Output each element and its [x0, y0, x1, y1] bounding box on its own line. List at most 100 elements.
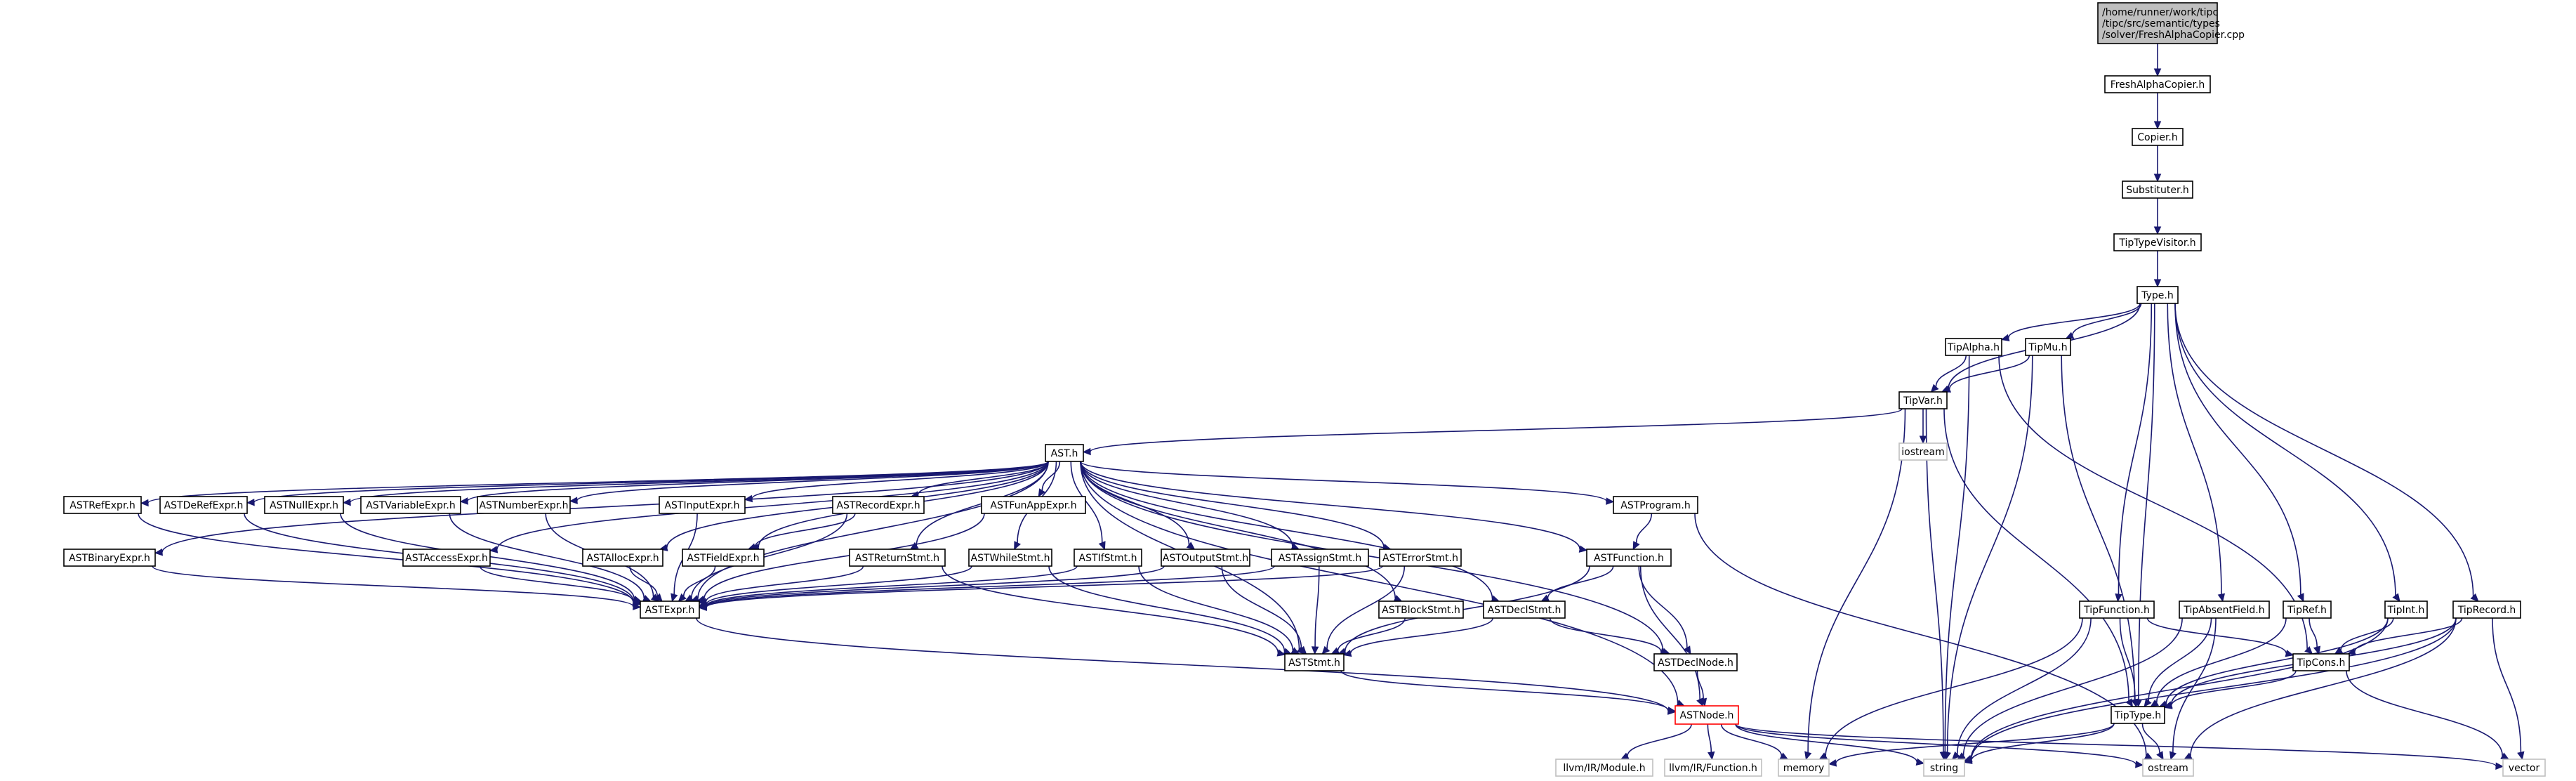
- node-box: [582, 549, 663, 567]
- node-ast[interactable]: AST.h: [1045, 444, 1084, 462]
- node-subst[interactable]: Substituter.h: [2122, 181, 2193, 199]
- edge-root-to-fac: [2153, 44, 2162, 77]
- node-box: [2025, 338, 2071, 356]
- node-label: Type.h: [2141, 290, 2173, 301]
- edge-tipfunc-to-string: [1951, 617, 2092, 760]
- node-type[interactable]: Type.h: [2136, 286, 2179, 304]
- node-label: TipRecord.h: [2457, 605, 2516, 616]
- node-aprog[interactable]: ASTProgram.h: [1613, 496, 1698, 514]
- node-tipref[interactable]: TipRef.h: [2283, 600, 2332, 619]
- node-label: llvm/IR/Module.h: [1563, 763, 1645, 774]
- node-copier[interactable]: Copier.h: [2132, 128, 2184, 146]
- node-aexpr[interactable]: ASTExpr.h: [640, 600, 700, 619]
- node-astmt[interactable]: ASTStmt.h: [1284, 653, 1345, 671]
- edge-fac-to-copier: [2153, 93, 2162, 130]
- edge-type-to-tiptype: [2134, 303, 2155, 708]
- node-root[interactable]: /home/runner/work/tipc/tipc/src/semantic…: [2097, 2, 2245, 44]
- edge-aaccess-to-aexpr: [479, 565, 642, 605]
- node-vector: vector: [2502, 759, 2546, 777]
- node-box: [1161, 549, 1250, 567]
- node-label: ASTDeclStmt.h: [1488, 605, 1561, 616]
- edge-tiprecord-to-ostream: [2184, 617, 2457, 760]
- node-adeclnode[interactable]: ASTDeclNode.h: [1653, 653, 1738, 671]
- node-box: [2179, 600, 2270, 619]
- node-aderef[interactable]: ASTDeRefExpr.h: [159, 496, 248, 514]
- node-tipabsent[interactable]: TipAbsentField.h: [2179, 600, 2270, 619]
- edge-anode-to-string: [1735, 723, 1925, 766]
- node-aret[interactable]: ASTReturnStmt.h: [849, 549, 946, 567]
- edge-afield-to-aexpr: [678, 565, 716, 602]
- node-tipint[interactable]: TipInt.h: [2384, 600, 2428, 619]
- edge-tipalpha-to-string: [1941, 355, 1970, 761]
- node-ttv[interactable]: TipTypeVisitor.h: [2113, 233, 2202, 251]
- edge-ast-to-aprog: [1080, 461, 1615, 505]
- node-label: ASTOutputStmt.h: [1163, 553, 1248, 564]
- node-arefexpr[interactable]: ASTRefExpr.h: [63, 496, 142, 514]
- node-avar[interactable]: ASTVariableExpr.h: [360, 496, 461, 514]
- node-ablock[interactable]: ASTBlockStmt.h: [1378, 600, 1464, 619]
- edge-afunc-to-adecl: [1540, 565, 1614, 602]
- node-label: ASTInputExpr.h: [664, 500, 739, 511]
- node-anull[interactable]: ASTNullExpr.h: [264, 496, 344, 514]
- node-tipalpha[interactable]: TipAlpha.h: [1945, 338, 2002, 356]
- edge-tipvar-to-iostream: [1919, 409, 1927, 445]
- node-box: [477, 496, 571, 514]
- edge-ast-to-abin: [154, 461, 1049, 556]
- node-tipfunc[interactable]: TipFunction.h: [2079, 600, 2155, 619]
- node-box: [1613, 496, 1698, 514]
- edge-tipmu-to-string: [1943, 355, 2033, 761]
- node-adecl[interactable]: ASTDeclStmt.h: [1483, 600, 1566, 619]
- edge-type-to-tiprecord: [2174, 303, 2479, 602]
- node-box: [2122, 181, 2193, 199]
- node-tipvar[interactable]: TipVar.h: [1898, 391, 1948, 409]
- edges-layer: [138, 44, 2525, 770]
- node-aassign[interactable]: ASTAssignStmt.h: [1271, 549, 1369, 567]
- node-label: string: [1930, 763, 1958, 774]
- node-tipmu[interactable]: TipMu.h: [2025, 338, 2071, 356]
- node-label: ASTNullExpr.h: [270, 500, 338, 511]
- node-ostream: ostream: [2142, 759, 2194, 777]
- node-label: ASTReturnStmt.h: [855, 553, 939, 564]
- node-tiptype[interactable]: TipType.h: [2111, 706, 2165, 724]
- edge-tiptype-to-string: [1963, 723, 2115, 764]
- node-label: /solver/FreshAlphaCopier.cpp: [2102, 29, 2245, 41]
- node-box: [1378, 600, 1464, 619]
- node-tipcons[interactable]: TipCons.h: [2292, 653, 2350, 671]
- edge-ast-to-anum: [569, 461, 1049, 504]
- node-fac[interactable]: FreshAlphaCopier.h: [2104, 75, 2211, 93]
- node-box: [2452, 600, 2521, 619]
- node-aerr[interactable]: ASTErrorStmt.h: [1379, 549, 1462, 567]
- node-label: ASTDeclNode.h: [1658, 657, 1733, 669]
- node-afield[interactable]: ASTFieldExpr.h: [682, 549, 765, 567]
- edge-aprog-to-ostream: [1694, 513, 2153, 760]
- edge-tipalpha-to-tipvar: [1930, 355, 1967, 393]
- edge-tipvar-to-tiptype: [1943, 408, 2134, 708]
- edge-tipcons-to-tiptype: [2163, 670, 2297, 709]
- edge-adecl-to-adeclnode: [1549, 617, 1669, 655]
- node-box: [159, 496, 248, 514]
- edge-anode-to-llvmmod: [1620, 723, 1692, 760]
- node-aaccess[interactable]: ASTAccessExpr.h: [402, 549, 491, 567]
- node-arecord[interactable]: ASTRecordExpr.h: [832, 496, 925, 514]
- node-aif[interactable]: ASTIfStmt.h: [1074, 549, 1142, 567]
- node-label: /tipc/src/semantic/types: [2102, 18, 2220, 29]
- edge-aassign-to-astmt: [1311, 565, 1320, 655]
- node-ainput[interactable]: ASTInputExpr.h: [659, 496, 746, 514]
- node-abin[interactable]: ASTBinaryExpr.h: [63, 549, 156, 567]
- node-awhile[interactable]: ASTWhileStmt.h: [968, 549, 1052, 567]
- node-anum[interactable]: ASTNumberExpr.h: [477, 496, 571, 514]
- node-label: TipAbsentField.h: [2183, 605, 2264, 616]
- node-box: [2136, 286, 2179, 304]
- node-tiprecord[interactable]: TipRecord.h: [2452, 600, 2521, 619]
- node-label: ASTIfStmt.h: [1079, 553, 1137, 564]
- node-label: ostream: [2148, 763, 2188, 774]
- node-aalloc[interactable]: ASTAllocExpr.h: [582, 549, 663, 567]
- node-aout[interactable]: ASTOutputStmt.h: [1161, 549, 1250, 567]
- node-anode[interactable]: ASTNode.h: [1675, 705, 1739, 725]
- node-label: ASTBinaryExpr.h: [69, 553, 150, 564]
- node-afunc[interactable]: ASTFunction.h: [1586, 549, 1672, 567]
- node-label: ASTDeRefExpr.h: [164, 500, 244, 511]
- node-afunapp[interactable]: ASTFunAppExpr.h: [981, 496, 1086, 514]
- node-box: [1778, 759, 1830, 777]
- node-label: Substituter.h: [2126, 185, 2189, 196]
